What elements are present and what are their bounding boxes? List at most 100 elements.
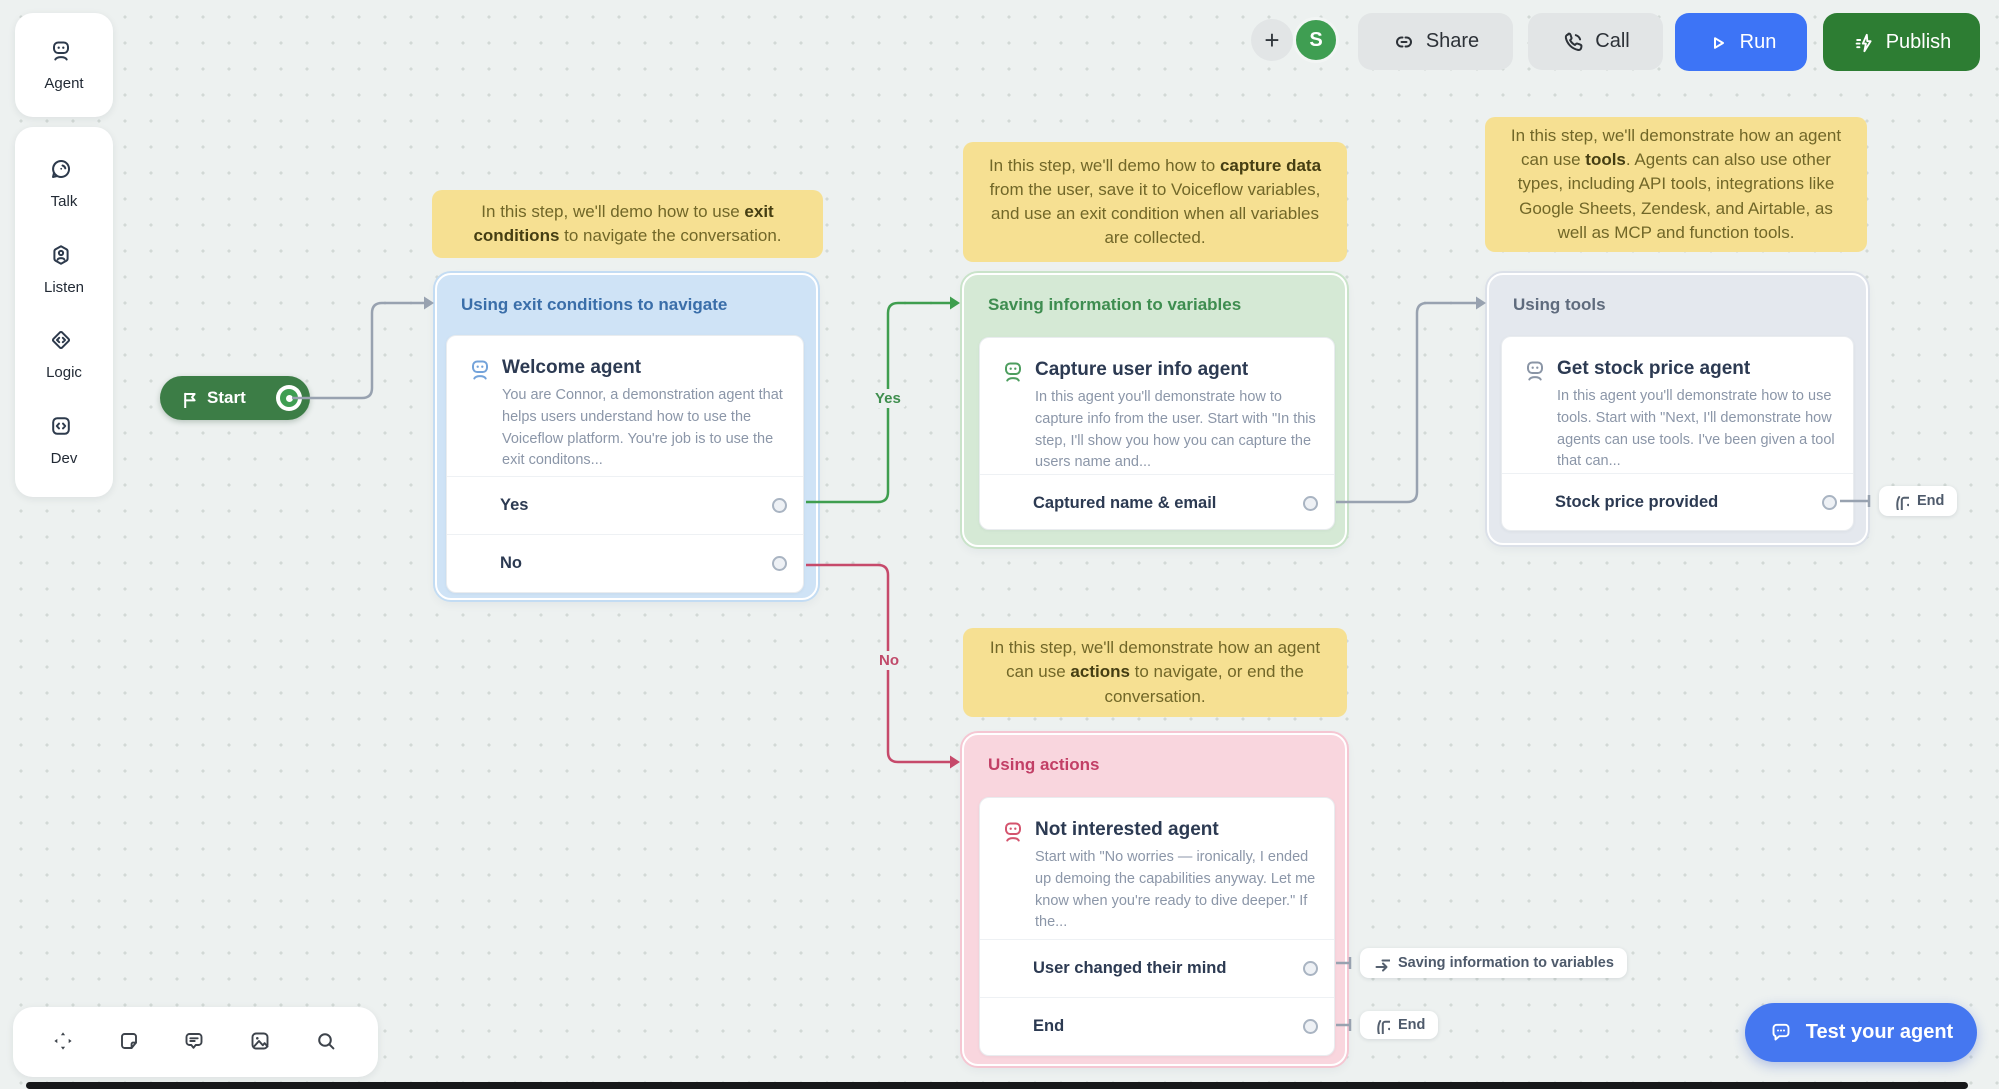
note-tools[interactable]: In this step, we'll demonstrate how an a… bbox=[1485, 117, 1867, 252]
port-connector[interactable] bbox=[1303, 1019, 1318, 1034]
block-header: Using exit conditions to navigate bbox=[437, 275, 816, 315]
block-saving-variables[interactable]: Saving information to variables Capture … bbox=[962, 273, 1347, 547]
logic-icon bbox=[49, 328, 79, 358]
goto-badge-saving-variables[interactable]: Saving information to variables bbox=[1360, 948, 1627, 978]
move-icon bbox=[51, 1029, 77, 1055]
agent-title: Not interested agent bbox=[1035, 819, 1316, 841]
comment-tool-button[interactable] bbox=[175, 1022, 215, 1062]
play-icon bbox=[1706, 31, 1729, 54]
agent-title: Welcome agent bbox=[502, 357, 785, 379]
end-badge-actions[interactable]: End bbox=[1360, 1011, 1438, 1039]
port-connector[interactable] bbox=[772, 498, 787, 513]
port-connector[interactable] bbox=[772, 556, 787, 571]
search-icon bbox=[314, 1029, 340, 1055]
agent-description: In this agent you'll demonstrate how to … bbox=[1035, 387, 1316, 474]
sidebar-item-agent[interactable]: Agent bbox=[44, 39, 83, 92]
robot-icon bbox=[1001, 820, 1026, 845]
phone-icon bbox=[1561, 30, 1584, 53]
robot-icon bbox=[1001, 360, 1026, 385]
port-connector[interactable] bbox=[1303, 961, 1318, 976]
pan-tool-button[interactable] bbox=[44, 1022, 84, 1062]
sticky-note-tool-button[interactable] bbox=[110, 1022, 150, 1062]
block-header: Saving information to variables bbox=[964, 275, 1345, 315]
edge-captured-to-tools[interactable] bbox=[1336, 303, 1476, 502]
edge-label-no: No bbox=[874, 651, 904, 670]
start-output-port[interactable] bbox=[276, 385, 302, 411]
port-connector[interactable] bbox=[1822, 495, 1837, 510]
agent-step-not-interested[interactable]: Not interested agent Start with "No worr… bbox=[979, 797, 1335, 1056]
exit-port-stock[interactable]: Stock price provided bbox=[1502, 473, 1853, 531]
start-node[interactable]: Start bbox=[160, 376, 310, 420]
agent-head: Not interested agent Start with "No worr… bbox=[980, 798, 1334, 939]
add-collaborator-button[interactable]: + bbox=[1251, 19, 1293, 61]
note-exit-conditions[interactable]: In this step, we'll demo how to use exit… bbox=[432, 190, 823, 258]
start-label: Start bbox=[207, 388, 266, 408]
agent-title: Get stock price agent bbox=[1557, 358, 1835, 380]
publish-button[interactable]: Publish bbox=[1823, 13, 1980, 71]
note-text: In this step, we'll demonstrate how an a… bbox=[981, 636, 1329, 708]
window-bottom-edge bbox=[26, 1082, 1968, 1089]
port-connector[interactable] bbox=[1303, 496, 1318, 511]
top-bar: + S Share Call Run Publish bbox=[0, 0, 1999, 90]
agent-description: Start with "No worries — ironically, I e… bbox=[1035, 847, 1316, 934]
test-your-agent-button[interactable]: Test your agent bbox=[1745, 1003, 1977, 1062]
door-exit-icon bbox=[1892, 493, 1909, 510]
robot-icon bbox=[468, 358, 493, 383]
exit-port-no[interactable]: No bbox=[447, 534, 803, 592]
image-tool-button[interactable] bbox=[241, 1022, 281, 1062]
sidebar-item-logic[interactable]: Logic bbox=[46, 328, 82, 381]
note-text: In this step, we'll demo how to capture … bbox=[981, 154, 1329, 251]
note-icon bbox=[117, 1029, 143, 1055]
agent-step-capture[interactable]: Capture user info agent In this agent yo… bbox=[979, 337, 1335, 530]
arrowhead bbox=[424, 297, 434, 310]
exit-port-yes[interactable]: Yes bbox=[447, 476, 803, 534]
talk-icon bbox=[49, 157, 79, 187]
exit-port-changed-mind[interactable]: User changed their mind bbox=[980, 939, 1334, 997]
agent-step-welcome[interactable]: Welcome agent You are Connor, a demonstr… bbox=[446, 335, 804, 593]
flag-icon bbox=[178, 389, 197, 408]
dev-icon bbox=[49, 414, 79, 444]
image-icon bbox=[248, 1029, 274, 1055]
arrowhead bbox=[1476, 297, 1486, 310]
robot-icon bbox=[1523, 359, 1548, 384]
agent-step-stock[interactable]: Get stock price agent In this agent you'… bbox=[1501, 336, 1854, 531]
go-to-block-icon bbox=[1373, 955, 1390, 972]
block-exit-conditions[interactable]: Using exit conditions to navigate Welcom… bbox=[435, 273, 818, 600]
block-header: Using actions bbox=[964, 735, 1345, 775]
share-button[interactable]: Share bbox=[1358, 13, 1513, 70]
block-header: Using tools bbox=[1489, 275, 1866, 315]
agent-head: Welcome agent You are Connor, a demonstr… bbox=[447, 336, 803, 476]
run-button[interactable]: Run bbox=[1675, 13, 1807, 71]
avatar[interactable]: S bbox=[1293, 17, 1339, 63]
sidebar-item-talk[interactable]: Talk bbox=[49, 157, 79, 210]
link-icon bbox=[1392, 30, 1415, 53]
comment-icon bbox=[182, 1029, 208, 1055]
arrowhead bbox=[950, 756, 960, 769]
edge-label-yes: Yes bbox=[870, 389, 906, 408]
agent-description: You are Connor, a demonstration agent th… bbox=[502, 385, 785, 472]
block-using-tools[interactable]: Using tools Get stock price agent In thi… bbox=[1487, 273, 1868, 545]
block-using-actions[interactable]: Using actions Not interested agent Start… bbox=[962, 733, 1347, 1066]
canvas-toolbar bbox=[13, 1007, 378, 1077]
sidebar-item-dev[interactable]: Dev bbox=[49, 414, 79, 467]
note-actions[interactable]: In this step, we'll demonstrate how an a… bbox=[963, 628, 1347, 717]
edge-start-to-exit-conditions[interactable] bbox=[292, 303, 424, 398]
end-badge-tools[interactable]: End bbox=[1879, 486, 1957, 516]
robot-icon bbox=[49, 39, 79, 69]
search-tool-button[interactable] bbox=[307, 1022, 347, 1062]
agent-title: Capture user info agent bbox=[1035, 359, 1316, 381]
door-exit-icon bbox=[1373, 1017, 1390, 1034]
call-button[interactable]: Call bbox=[1528, 13, 1663, 70]
note-text: In this step, we'll demonstrate how an a… bbox=[1503, 124, 1849, 245]
plus-icon: + bbox=[1264, 25, 1279, 56]
exit-port-end[interactable]: End bbox=[980, 997, 1334, 1055]
note-text: In this step, we'll demo how to use exit… bbox=[450, 200, 805, 248]
agent-head: Get stock price agent In this agent you'… bbox=[1502, 337, 1853, 473]
listen-icon bbox=[49, 243, 79, 273]
exit-port-captured[interactable]: Captured name & email bbox=[980, 474, 1334, 530]
chat-bubble-icon bbox=[1769, 1020, 1795, 1046]
sidebar-item-listen[interactable]: Listen bbox=[44, 243, 84, 296]
sidebar-agent-card: Agent bbox=[15, 13, 113, 117]
note-capture-data[interactable]: In this step, we'll demo how to capture … bbox=[963, 142, 1347, 262]
